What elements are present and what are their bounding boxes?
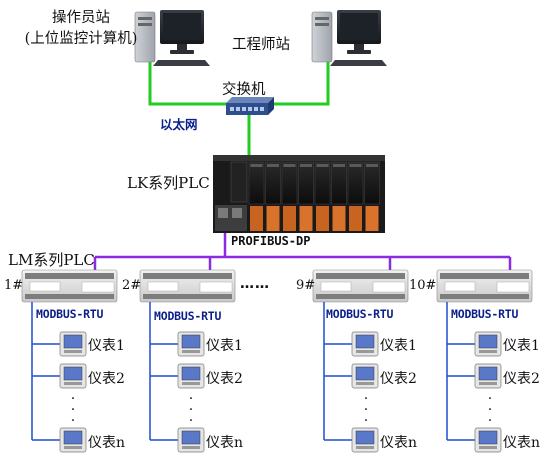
meter-2-label: 仪表2 — [88, 371, 125, 387]
meter-n-label: 仪表n — [503, 435, 541, 451]
meter-1-label: 仪表1 — [380, 338, 417, 354]
ellipsis-label: …… — [240, 276, 270, 292]
lm-plc-icon — [312, 269, 409, 303]
meter-icon — [177, 427, 205, 453]
meter-n-label: 仪表n — [380, 435, 418, 451]
ethernet-lines — [148, 62, 330, 160]
plc-terminal — [266, 206, 280, 231]
meter-1-label: 仪表1 — [206, 338, 243, 354]
meter-icon — [59, 331, 87, 357]
plc-module — [298, 161, 314, 205]
meter-1-label: 仪表1 — [88, 338, 125, 354]
modbus-label-10: MODBUS-RTU — [451, 307, 519, 321]
meter-icon — [351, 331, 379, 357]
modbus-label-2: MODBUS-RTU — [154, 309, 222, 323]
meter-icon — [177, 331, 205, 357]
ethernet-label: 以太网 — [160, 117, 198, 132]
station-number-9: 9# — [296, 278, 316, 293]
plc-module — [314, 161, 331, 205]
plc-module — [248, 161, 265, 205]
plc-terminal — [283, 206, 296, 231]
engineer-pc-icon — [311, 10, 387, 66]
vertical-ellipsis: ··· — [188, 391, 194, 429]
lm-plc-icon — [21, 269, 118, 303]
plc-terminal — [250, 206, 263, 231]
plc-module — [331, 161, 347, 205]
meter-icon — [59, 363, 87, 389]
vertical-ellipsis: ··· — [363, 391, 369, 429]
meter-icon — [474, 331, 502, 357]
station-number-1: 1# — [4, 278, 24, 293]
meter-icon — [351, 427, 379, 453]
modbus-label-9: MODBUS-RTU — [326, 307, 394, 321]
plc-module — [281, 161, 298, 205]
meter-n-label: 仪表n — [88, 435, 126, 451]
meter-icon — [474, 363, 502, 389]
modbus-label-1: MODBUS-RTU — [36, 307, 104, 321]
profibus-lines — [93, 233, 512, 270]
profibus-label: PROFIBUS-DP — [231, 234, 311, 248]
lk-plc-label: LK系列PLC — [127, 174, 210, 192]
meter-icon — [177, 363, 205, 389]
meter-icon — [474, 427, 502, 453]
plc-module — [364, 161, 380, 205]
meter-2-label: 仪表2 — [503, 371, 540, 387]
meter-1-label: 仪表1 — [503, 338, 540, 354]
plc-terminal — [365, 206, 379, 231]
meter-2-label: 仪表2 — [206, 371, 243, 387]
lm-plc-label: LM系列PLC — [8, 251, 95, 269]
lk-plc-icon — [213, 155, 385, 233]
operator-station-label: 操作员站 (上位监控计算机) — [22, 8, 140, 50]
meter-2-label: 仪表2 — [380, 371, 417, 387]
operator-label-line2: (上位监控计算机) — [24, 31, 138, 47]
plc-terminal — [349, 206, 362, 231]
plc-module — [265, 161, 281, 205]
vertical-ellipsis: ··· — [70, 391, 76, 429]
lm-plc-icon — [139, 269, 236, 303]
meter-icon — [59, 427, 87, 453]
operator-pc-icon — [134, 10, 210, 66]
plc-cpu-module — [230, 161, 248, 203]
plc-module — [347, 161, 364, 205]
plc-terminal — [316, 206, 329, 231]
lm-plc-icon — [436, 269, 533, 303]
meter-icon — [351, 363, 379, 389]
operator-label-line1: 操作员站 — [52, 10, 110, 26]
switch-label: 交换机 — [222, 82, 266, 98]
plc-terminal — [332, 206, 346, 231]
vertical-ellipsis: ··· — [487, 391, 493, 429]
plc-terminal — [299, 206, 313, 231]
switch-icon — [226, 97, 274, 115]
station-number-2: 2# — [122, 278, 142, 293]
station-number-10: 10# — [409, 278, 437, 293]
engineer-station-label: 工程师站 — [232, 37, 290, 53]
meter-n-label: 仪表n — [206, 435, 244, 451]
